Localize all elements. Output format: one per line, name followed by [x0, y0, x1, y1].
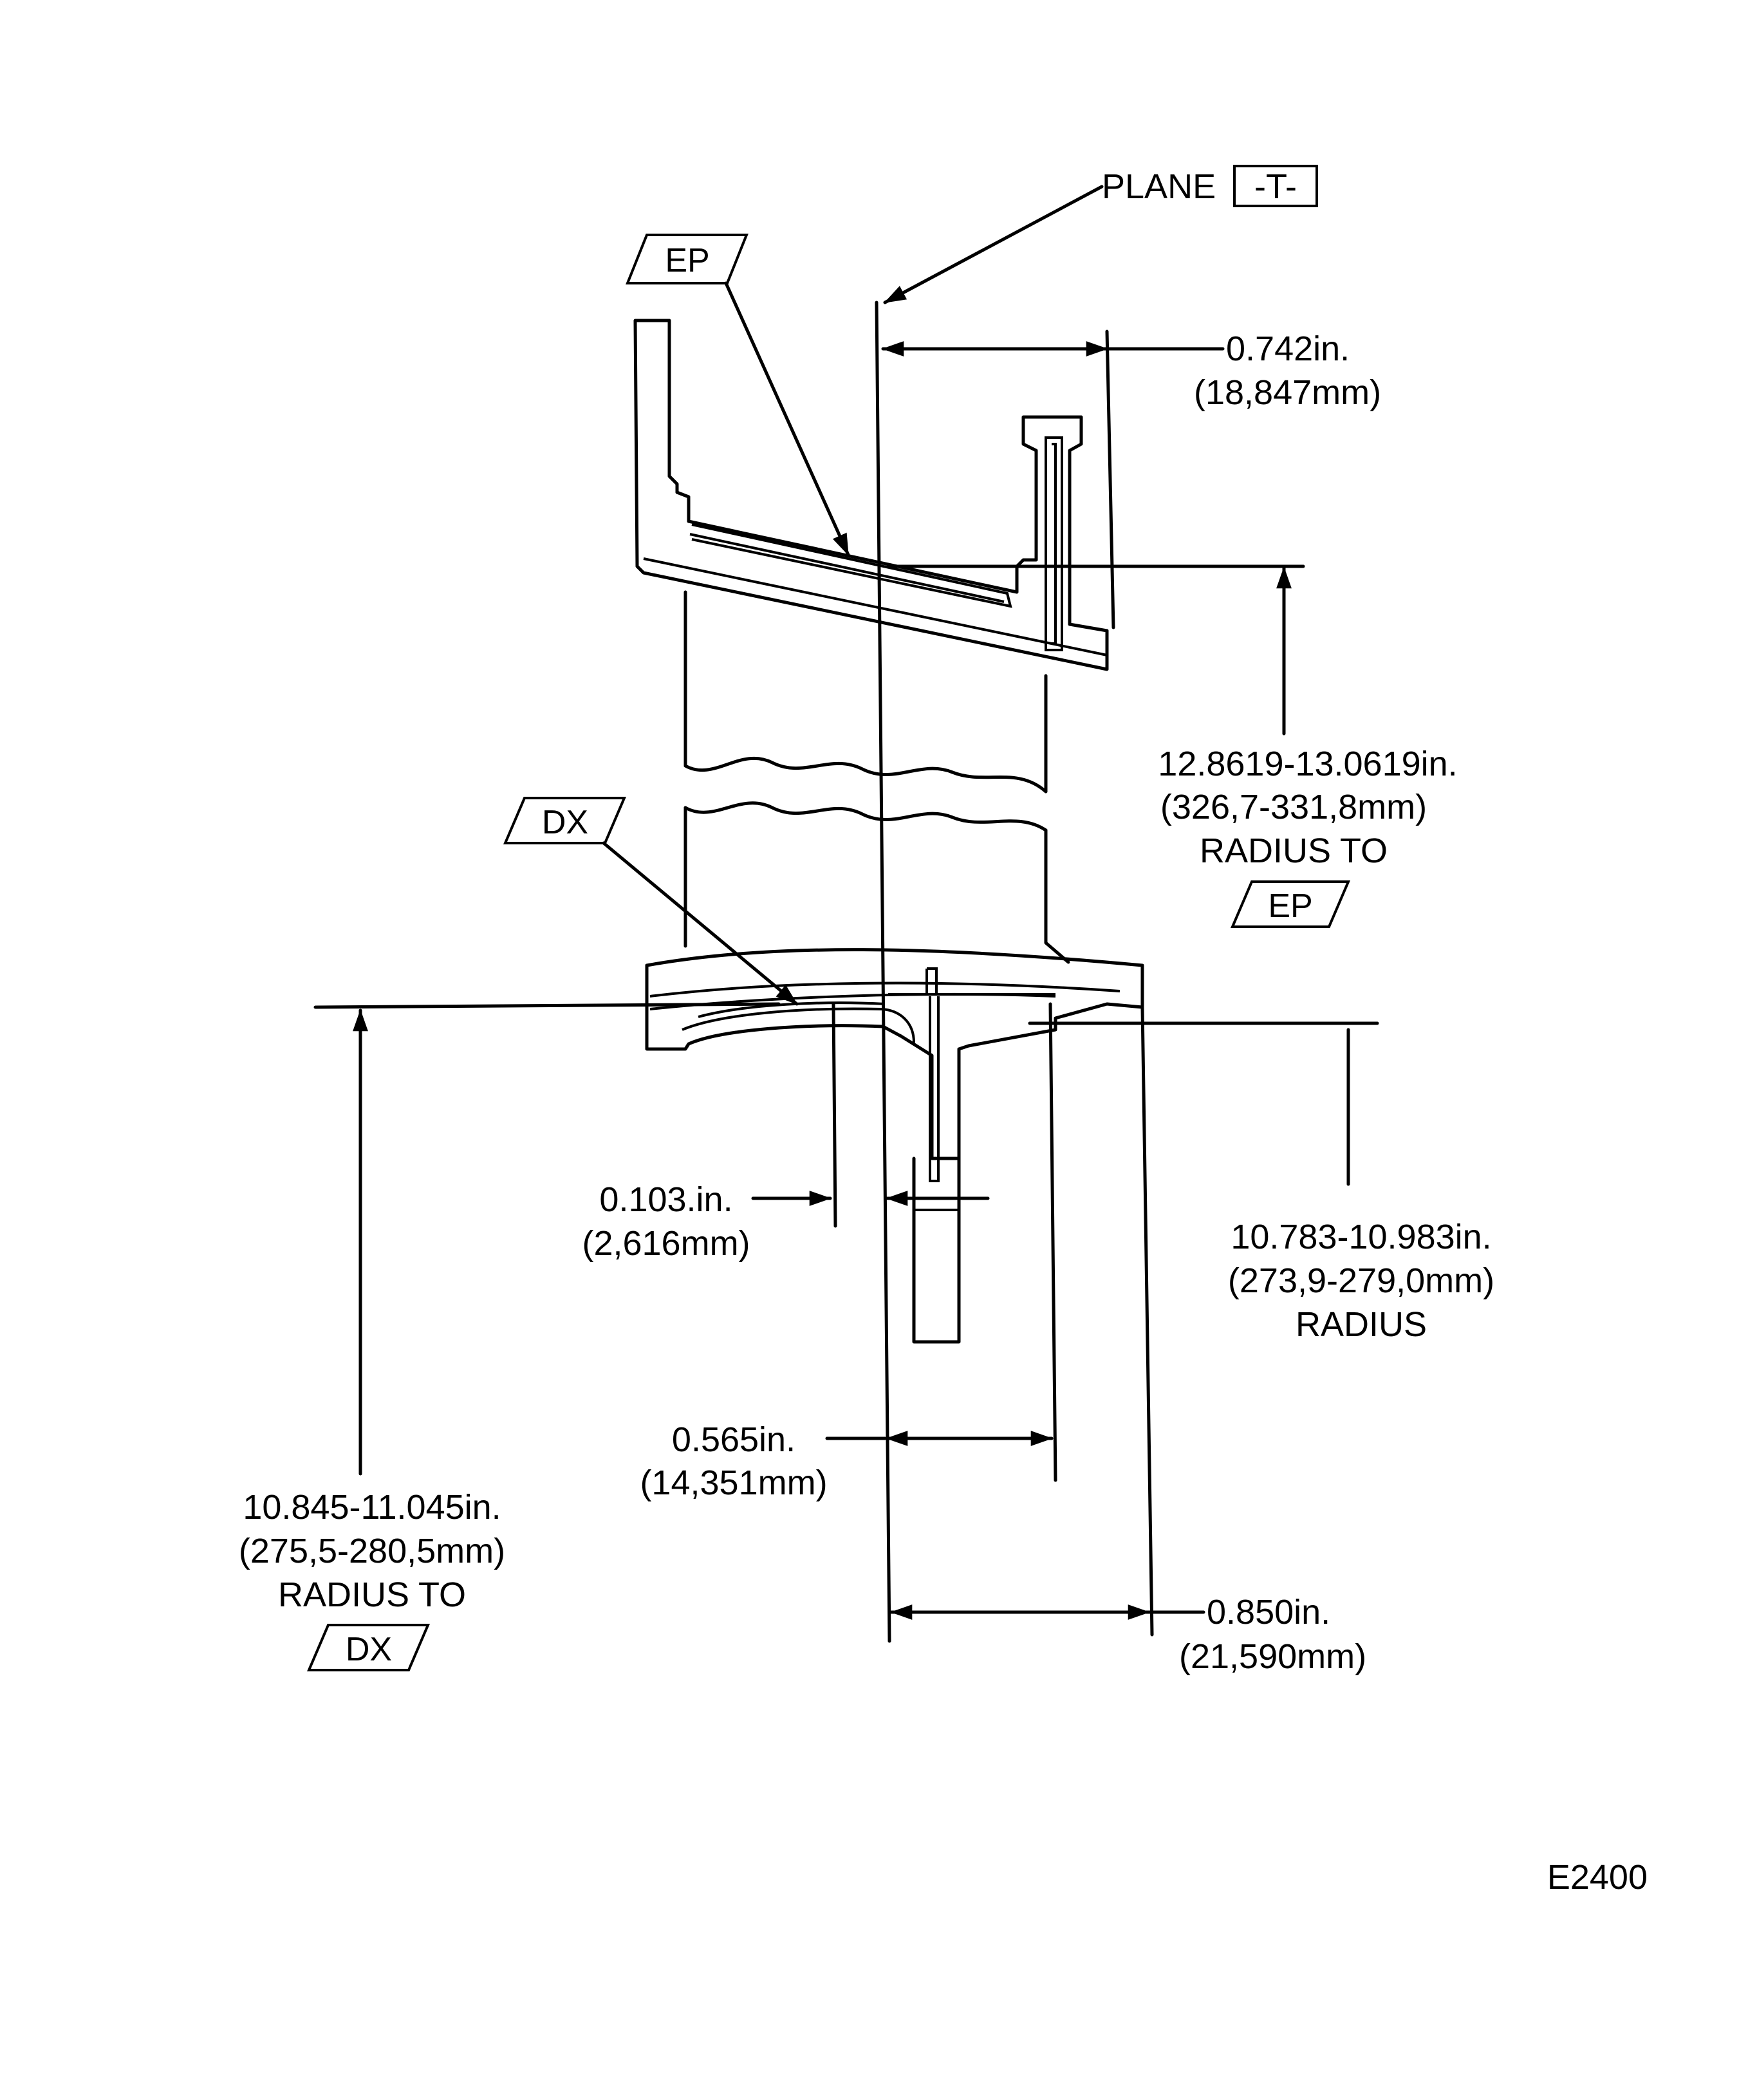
plane-t-box: [1233, 165, 1318, 207]
dim-0103-in: 0.103.in.: [599, 1180, 732, 1219]
datum-ep-top: EP: [626, 234, 850, 557]
dim-0565-mm: (14,351mm): [640, 1463, 827, 1502]
break-line-lower: [683, 801, 1048, 832]
dim-12861-note: RADIUS TO: [1200, 832, 1388, 870]
dim-12861-datum: EP: [1268, 887, 1312, 925]
plane-t-prefix: PLANE: [1102, 167, 1216, 206]
outer-shroud-inner-groove: [691, 523, 1012, 608]
outer-shroud-line-2: [689, 533, 1005, 603]
inner-platform-groove-1: [649, 981, 1120, 998]
dim-0565-ext: [1048, 1002, 1057, 1482]
plane-t-reference: PLANE -T-: [875, 165, 1318, 1643]
outer-shroud-line-1: [643, 557, 1108, 656]
dim-0565-in: 0.565in.: [672, 1420, 795, 1459]
inner-platform: [645, 948, 1144, 1160]
outer-rail-slot-inner: [1052, 443, 1057, 645]
dim-10783-in: 10.783-10.983in.: [1231, 1218, 1491, 1256]
dim-12861-datum-box: [1230, 880, 1351, 928]
dim-0742-in: 0.742in.: [1226, 330, 1350, 368]
dim-10783: 10.783-10.983in. (273,9-279,0mm) RADIUS: [1028, 1021, 1494, 1344]
dim-10845-datum: DX: [346, 1631, 392, 1668]
dim-0565: 0.565in. (14,351mm): [640, 1002, 1057, 1502]
datum-dx-top: DX: [503, 797, 799, 1006]
airfoil-lower-right: [1044, 828, 1070, 964]
t-slot: [888, 967, 1055, 1182]
datum-dx-leader: [602, 841, 799, 1006]
break-line-upper: [683, 756, 1048, 794]
dim-0742-mm: (18,847mm): [1194, 373, 1381, 412]
dim-0850-in: 0.850in.: [1207, 1593, 1330, 1631]
plane-t-letter: -T-: [1254, 167, 1297, 206]
plane-t-leader: [883, 185, 1104, 304]
figure-id: E2400: [1547, 1858, 1648, 1897]
dim-10783-mm: (273,9-279,0mm): [1228, 1261, 1494, 1300]
dim-10845-ext: [313, 1002, 781, 1009]
dim-0103: 0.103.in. (2,616mm): [582, 1002, 990, 1263]
dim-10845: 10.845-11.045in. (275,5-280,5mm) RADIUS …: [239, 1002, 781, 1671]
dim-12861-in: 12.8619-13.0619in.: [1158, 745, 1457, 783]
dim-12861: 12.8619-13.0619in. (326,7-331,8mm) RADIU…: [886, 564, 1458, 928]
outer-rail-slot: [1045, 436, 1063, 651]
datum-ep-leader: [724, 281, 850, 557]
blade-outline: [633, 319, 1144, 1344]
dim-10845-in: 10.845-11.045in.: [243, 1488, 501, 1527]
dim-0103-ext: [832, 1002, 837, 1228]
dim-0742: 0.742in. (18,847mm): [881, 330, 1381, 629]
datum-dx-label: DX: [542, 804, 588, 841]
dim-10845-note: RADIUS TO: [278, 1575, 466, 1614]
dim-0850: 0.850in. (21,590mm): [889, 1005, 1366, 1676]
dim-0103-mm: (2,616mm): [582, 1224, 750, 1263]
dim-0742-ext: [1105, 330, 1115, 629]
root-tang: [912, 1157, 961, 1344]
dim-10783-note: RADIUS: [1296, 1305, 1427, 1344]
dim-0850-mm: (21,590mm): [1179, 1637, 1366, 1676]
dim-10845-datum-box: [306, 1624, 431, 1671]
dim-12861-mm: (326,7-331,8mm): [1160, 788, 1427, 826]
plane-t-line: [875, 301, 891, 1643]
inner-platform-curve: [682, 1007, 915, 1043]
dim-0850-ext: [1140, 1005, 1154, 1637]
outer-shroud: [633, 319, 1109, 671]
dim-10845-mm: (275,5-280,5mm): [239, 1532, 505, 1570]
datum-ep-label: EP: [665, 242, 709, 279]
